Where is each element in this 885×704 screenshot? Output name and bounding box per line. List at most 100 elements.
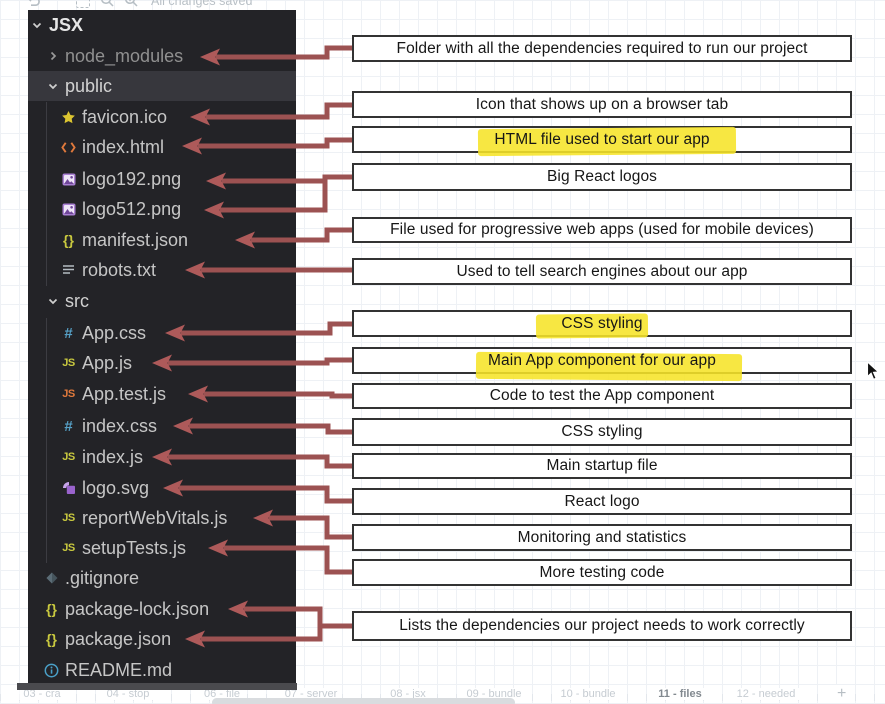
tree-item-label: src (65, 290, 89, 311)
chevron-down-icon (46, 80, 59, 92)
tree-item-logo-svg[interactable]: logo.svg (28, 473, 296, 503)
annotation-box-manifest[interactable]: File used for progressive web apps (used… (352, 217, 852, 243)
page-tab[interactable]: 04 - stop (102, 688, 154, 700)
tree-item-index-js[interactable]: JS index.js (28, 442, 296, 472)
tree-item-label: App.test.js (82, 383, 167, 404)
tree-item-label: JSX (49, 14, 84, 35)
tree-item-label: logo192.png (82, 168, 182, 189)
panel-bottom-scrollbar[interactable] (17, 683, 297, 690)
image-icon (60, 203, 77, 216)
save-status-text: All changes saved (151, 0, 253, 8)
mouse-cursor (866, 360, 880, 386)
annotation-box-robots[interactable]: Used to tell search engines about our ap… (352, 258, 852, 285)
page-tab[interactable]: 07 - server (280, 688, 342, 700)
annotation-box-setuptests[interactable]: More testing code (352, 559, 852, 586)
annotation-box-node-modules[interactable]: Folder with all the dependencies require… (352, 35, 852, 62)
tree-item-label: index.css (82, 415, 158, 436)
chevron-right-icon (46, 50, 59, 62)
tree-item-readme[interactable]: README.md (28, 655, 296, 685)
selection-tool-icon[interactable] (76, 0, 90, 8)
tree-item-app-test-js[interactable]: JS App.test.js (28, 379, 296, 409)
page-tab[interactable]: 03 - cra (19, 688, 65, 700)
tree-item-app-js[interactable]: JS App.js (28, 348, 296, 378)
tree-item-reportwebvitals[interactable]: JS reportWebVitals.js (28, 503, 296, 533)
annotation-box-react-logos[interactable]: Big React logos (352, 163, 852, 191)
git-diamond-icon (43, 571, 60, 585)
tree-item-label: App.js (82, 352, 133, 373)
page-tab[interactable]: 12 - needed (732, 688, 800, 700)
indent-guide (46, 318, 47, 563)
svg-shape-icon (60, 481, 77, 495)
tree-item-label: favicon.ico (82, 106, 168, 127)
tree-item-label: index.html (82, 136, 165, 157)
add-page-button[interactable]: + (834, 685, 850, 703)
page-tab-active[interactable]: 11 - files (654, 688, 706, 700)
tree-item-favicon[interactable]: favicon.ico (28, 102, 296, 132)
annotation-box-index-css[interactable]: CSS styling (352, 418, 852, 446)
css-hash-icon: # (64, 324, 73, 342)
text-lines-icon (60, 264, 77, 276)
tree-item-node-modules[interactable]: node_modules (28, 41, 296, 71)
page-tab-bar: 03 - cra 04 - stop 06 - file 07 - server… (0, 685, 885, 703)
tree-item-gitignore[interactable]: .gitignore (28, 563, 296, 593)
tree-item-label: package.json (65, 628, 172, 649)
info-icon (43, 663, 60, 678)
annotation-box-logo-svg[interactable]: React logo (352, 488, 852, 515)
tree-item-label: public (65, 75, 113, 96)
zoom-out-icon[interactable] (100, 0, 115, 10)
tree-item-public[interactable]: public (28, 71, 296, 101)
tree-item-index-css[interactable]: # index.css (28, 411, 296, 441)
star-icon (60, 110, 77, 125)
tree-item-robots[interactable]: robots.txt (28, 255, 296, 285)
tree-item-package-lock[interactable]: {} package-lock.json (28, 594, 296, 624)
css-hash-icon: # (64, 417, 73, 435)
page-tab[interactable]: 08 - jsx (386, 688, 430, 700)
json-braces-icon: {} (46, 631, 57, 647)
tree-item-label: index.js (82, 446, 144, 467)
tree-item-setuptests[interactable]: JS setupTests.js (28, 533, 296, 563)
tree-item-jsx-root[interactable]: JSX (28, 10, 296, 40)
tree-item-logo512[interactable]: logo512.png (28, 194, 296, 224)
code-brackets-icon (60, 141, 77, 154)
annotation-box-favicon[interactable]: Icon that shows up on a browser tab (352, 91, 852, 118)
file-explorer-panel: JSX node_modules public favicon.ico inde… (28, 10, 296, 683)
tree-item-package-json[interactable]: {} package.json (28, 624, 296, 654)
js-icon: JS (62, 542, 75, 554)
tree-item-label: node_modules (65, 45, 184, 66)
annotation-box-index-html[interactable]: HTML file used to start our app (352, 126, 852, 157)
tree-item-label: logo512.png (82, 198, 182, 219)
undo-icon[interactable] (26, 0, 41, 10)
tree-item-label: App.css (82, 322, 147, 343)
tree-item-manifest[interactable]: {} manifest.json (28, 225, 296, 255)
tree-item-label: .gitignore (65, 567, 140, 588)
page-tab[interactable]: 10 - bundle (556, 688, 620, 700)
tree-item-label: logo.svg (82, 477, 150, 498)
zoom-in-icon[interactable] (124, 0, 139, 10)
chevron-down-icon (30, 19, 43, 31)
js-test-icon: JS (62, 388, 75, 400)
js-icon: JS (62, 512, 75, 524)
tree-item-src[interactable]: src (28, 286, 296, 316)
annotation-box-index-js[interactable]: Main startup file (352, 453, 852, 479)
tree-item-app-css[interactable]: # App.css (28, 318, 296, 348)
chevron-down-icon (46, 295, 59, 307)
json-braces-icon: {} (46, 601, 57, 617)
annotation-box-package-json[interactable]: Lists the dependencies our project needs… (352, 611, 852, 641)
annotation-box-app-css[interactable]: CSS styling (352, 310, 852, 339)
image-icon (60, 173, 77, 186)
tree-item-label: manifest.json (82, 229, 189, 250)
annotation-box-app-js[interactable]: Main App component for our app (352, 347, 852, 382)
annotation-box-app-test[interactable]: Code to test the App component (352, 383, 852, 409)
js-icon: JS (62, 451, 75, 463)
js-icon: JS (62, 357, 75, 369)
tree-item-label: setupTests.js (82, 537, 187, 558)
annotation-box-reportwebvitals[interactable]: Monitoring and statistics (352, 524, 852, 551)
tree-item-index-html[interactable]: index.html (28, 132, 296, 162)
page-tab[interactable]: 06 - file (199, 688, 245, 700)
tree-item-label: package-lock.json (65, 598, 210, 619)
page-tab[interactable]: 09 - bundle (462, 688, 526, 700)
tree-item-logo192[interactable]: logo192.png (28, 164, 296, 194)
tree-item-label: robots.txt (82, 259, 157, 280)
horizontal-scrollbar[interactable] (212, 698, 515, 704)
